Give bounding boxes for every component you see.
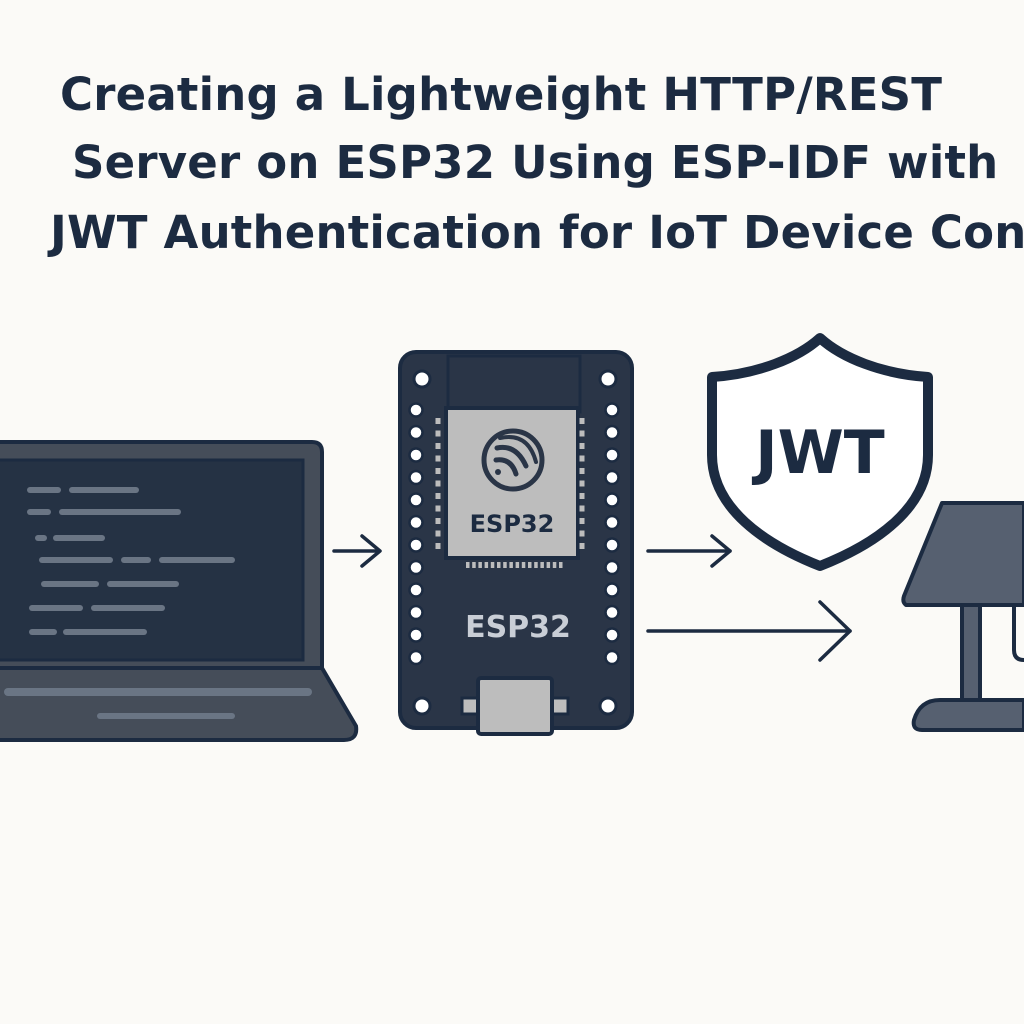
pin-hole: [604, 402, 620, 418]
laptop-base: [0, 666, 359, 742]
lamp-cord: [1012, 605, 1024, 662]
pin-hole: [604, 582, 620, 598]
module-pad: [540, 562, 544, 568]
pin-hole: [604, 627, 620, 643]
pin-hole: [604, 537, 620, 553]
pin-hole: [408, 582, 424, 598]
pin-hole: [604, 469, 620, 486]
lamp-base: [911, 698, 1024, 732]
module-pad: [497, 562, 501, 568]
module-pad: [490, 562, 495, 568]
module-pad: [546, 562, 551, 568]
module-pad: [579, 493, 585, 499]
pin-hole: [408, 559, 424, 576]
module-pad: [435, 480, 441, 487]
jwt-label: JWT: [751, 418, 885, 488]
module-pad: [435, 493, 441, 499]
pin-hole: [408, 469, 424, 486]
pin-hole: [408, 604, 424, 621]
module-pad: [466, 562, 470, 568]
pin-hole: [408, 402, 424, 418]
module-pad: [528, 562, 532, 568]
antenna-area: [446, 354, 582, 414]
module-pad: [478, 562, 482, 568]
espressif-logo-icon: [481, 428, 545, 492]
pin-hole: [604, 649, 620, 666]
module-pad: [579, 480, 585, 487]
module-pad: [579, 418, 585, 424]
pin-hole: [604, 424, 620, 441]
module-pad: [515, 562, 520, 568]
module-pad: [579, 443, 585, 449]
module-pad: [579, 530, 585, 537]
module-pad: [435, 530, 441, 537]
pin-hole: [408, 627, 424, 643]
module-pad: [552, 562, 557, 568]
pin-hole: [408, 424, 424, 441]
side-pins: [408, 402, 620, 666]
module-pad: [579, 430, 585, 437]
pin-hole: [408, 514, 424, 531]
module-pad: [435, 430, 441, 437]
lamp-icon: [901, 501, 1024, 732]
pin-hole: [408, 492, 424, 508]
module-pad: [579, 455, 585, 462]
module-pad: [435, 518, 441, 524]
module-pad: [534, 562, 538, 568]
module-pad: [579, 543, 585, 549]
esp32-module-label: ESP32: [470, 510, 555, 538]
pin-hole: [408, 537, 424, 553]
code-lines: [27, 487, 235, 635]
module-pad: [579, 518, 585, 524]
pin-hole: [408, 447, 424, 463]
title-line-1: Creating a Lightweight HTTP/REST: [60, 68, 943, 121]
pin-hole: [604, 559, 620, 576]
module-pad: [472, 562, 476, 568]
jwt-shield-icon: JWT: [707, 333, 933, 571]
usb-port: [460, 676, 570, 736]
module-pad: [435, 468, 441, 474]
module-pad: [435, 443, 441, 449]
arrow-right-icon: [646, 534, 732, 568]
module-pad: [435, 505, 441, 512]
module-pad: [579, 468, 585, 474]
arrow-right-icon: [646, 600, 852, 662]
pin-hole: [604, 447, 620, 463]
module-pad: [435, 418, 441, 424]
esp32-board-icon: ESP32 ESP32: [398, 350, 634, 736]
title-line-3: JWT Authentication for IoT Device Contro…: [50, 206, 1024, 259]
module-pad: [503, 562, 507, 568]
pin-hole: [408, 649, 424, 666]
module-pad: [521, 562, 526, 568]
pin-hole: [604, 514, 620, 531]
pin-hole: [604, 604, 620, 621]
arrow-right-icon: [332, 534, 382, 568]
page-title: Creating a Lightweight HTTP/REST Server …: [0, 62, 1024, 272]
mounting-holes: [412, 369, 618, 716]
lamp-shade: [901, 501, 1024, 607]
lamp-stem: [960, 603, 982, 703]
module-pad: [509, 562, 513, 568]
module-pad: [559, 562, 563, 568]
title-line-2: Server on ESP32 Using ESP-IDF with: [72, 136, 999, 189]
module-pads: [435, 418, 585, 568]
module-pad: [484, 562, 489, 568]
module-pad: [579, 505, 585, 512]
module-pad: [435, 543, 441, 549]
pin-hole: [604, 492, 620, 508]
laptop-icon: [0, 440, 359, 742]
module-pad: [435, 455, 441, 462]
esp32-board-label: ESP32: [465, 610, 571, 645]
